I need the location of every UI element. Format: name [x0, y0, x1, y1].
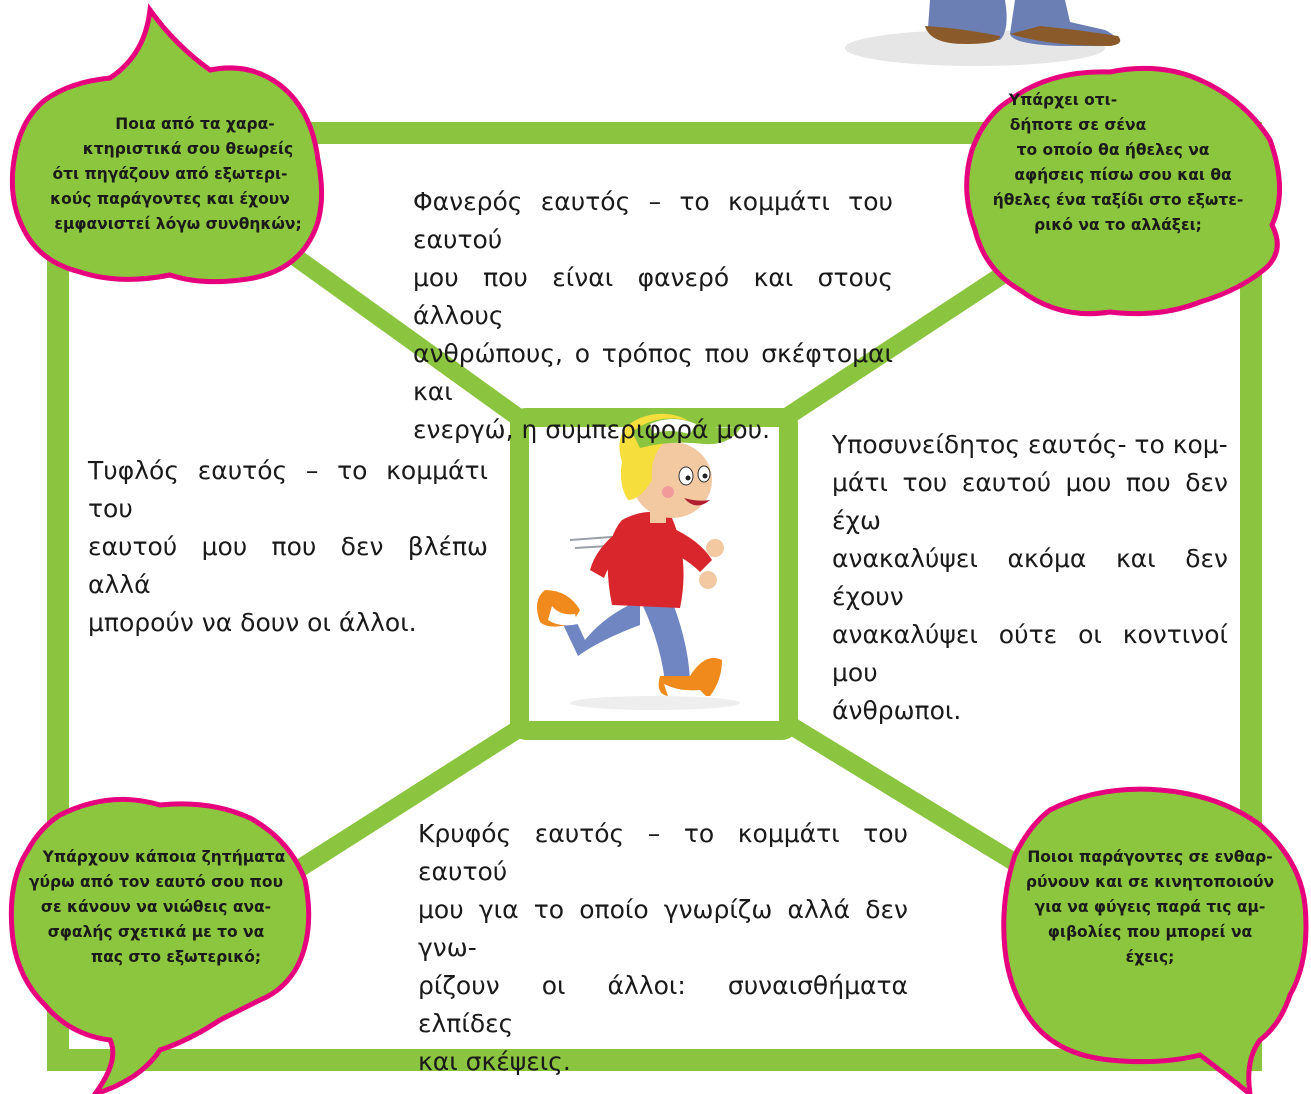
bubble-line: Ποιοι παράγοντες σε ενθαρ- — [1027, 848, 1273, 866]
unconscious-self-line: μάτι του εαυτού μου που δεν έχω — [832, 468, 1228, 535]
bubble-line: έχεις; — [1125, 948, 1175, 966]
bubble-bottom-right-text: Ποιοι παράγοντες σε ενθαρ- ρύνουν και σε… — [1000, 845, 1300, 970]
bubble-line: σφαλής σχετικά με το να — [47, 923, 265, 941]
speech-bubble-top-right — [964, 65, 1282, 317]
visible-self-line: μου που είναι φανερό και στους άλλους — [413, 263, 893, 330]
bubble-line: ότι πηγάζουν από εξωτερι- — [52, 165, 288, 183]
blind-self-line: εαυτού μου που δεν βλέπω αλλά — [88, 532, 488, 599]
connector-top-right — [780, 262, 1015, 426]
running-boy-icon — [536, 413, 742, 710]
bubble-line: Υπάρχουν κάποια ζητήματα — [42, 848, 286, 866]
unconscious-self-line: ανακαλύψει ούτε οι κοντινοί μου — [832, 620, 1228, 687]
hidden-self-line: Κρυφός εαυτός – το κομμάτι του εαυτού — [418, 819, 908, 886]
visible-self-line: ενεργώ, η συμπεριφορά μου. — [413, 415, 771, 444]
bubble-line: κτηριστικά σου θεωρείς — [82, 140, 294, 158]
unconscious-self-line: ανακαλύψει ακόμα και δεν έχουν — [832, 544, 1228, 611]
speech-bubble-top-left — [9, 3, 325, 285]
bubble-line: δήποτε σε σένα — [1009, 116, 1147, 134]
bubble-line: πας στο εξωτερικό; — [90, 948, 262, 966]
bubble-line: Ποια από τα χαρα- — [115, 115, 275, 133]
bubble-line: για να φύγεις παρά τις αμ- — [1034, 898, 1266, 916]
bubble-line: το οποίο θα ήθελες να — [1016, 141, 1210, 159]
bubble-line: σε κάνουν να νιώθεις ανα- — [40, 898, 272, 916]
bubble-line: ήθελες ένα ταξίδι στο εξωτε- — [992, 191, 1244, 209]
visible-self-text: Φανερός εαυτός – το κομμάτι του εαυτού μ… — [413, 183, 893, 449]
bubble-line: ρικό να το αλλάξει; — [1034, 216, 1202, 234]
unconscious-self-line: άνθρωποι. — [832, 696, 962, 725]
bubble-line: κούς παράγοντες και έχουν — [50, 190, 290, 208]
hidden-self-line: και σκέψεις. — [418, 1047, 571, 1076]
blind-self-line: Τυφλός εαυτός – το κομμάτι του — [88, 456, 488, 523]
bubble-bottom-left-text: Υπάρχουν κάποια ζητήματα γύρω από τον εα… — [6, 845, 306, 970]
outer-frame — [47, 122, 1262, 1071]
bubble-line: γύρω από τον εαυτό σου που — [28, 873, 284, 891]
bubble-line: φιβολίες που μπορεί να — [1047, 923, 1253, 941]
hidden-self-text: Κρυφός εαυτός – το κομμάτι του εαυτού μο… — [418, 815, 908, 1081]
bubble-line: εμφανιστεί λόγω συνθηκών; — [54, 215, 302, 233]
blind-self-text: Τυφλός εαυτός – το κομμάτι του εαυτού μο… — [88, 452, 488, 642]
visible-self-line: ανθρώπους, ο τρόπος που σκέφτομαι και — [413, 339, 893, 406]
visible-self-line: Φανερός εαυτός – το κομμάτι του εαυτού — [413, 187, 893, 254]
bubble-line: αφήσεις πίσω σου και θα — [1014, 166, 1232, 184]
hidden-self-line: μου για το οποίο γνωρίζω αλλά δεν γνω- — [418, 895, 908, 962]
blind-self-line: μπορούν να δουν οι άλλοι. — [88, 608, 417, 637]
hidden-self-line: ρίζουν οι άλλοι: συναισθήματα ελπίδες — [418, 971, 908, 1038]
bubble-line: ρύνουν και σε κινητοποιούν — [1025, 873, 1275, 891]
bubble-top-left-text: Ποια από τα χαρα- κτηριστικά σου θεωρείς… — [20, 112, 320, 237]
unconscious-self-line: Υποσυνείδητος εαυτός- το κομ- — [832, 430, 1228, 459]
speech-bubble-bottom-left — [8, 796, 312, 1094]
bubble-top-right-text: Υπάρχει οτι- δήποτε σε σένα το οποίο θα … — [968, 88, 1268, 238]
cartoon-feet-icon — [845, 0, 1121, 66]
bubble-line: Υπάρχει οτι- — [1008, 91, 1118, 109]
center-picture — [510, 408, 798, 740]
unconscious-self-text: Υποσυνείδητος εαυτός- το κομ- μάτι του ε… — [832, 426, 1228, 730]
